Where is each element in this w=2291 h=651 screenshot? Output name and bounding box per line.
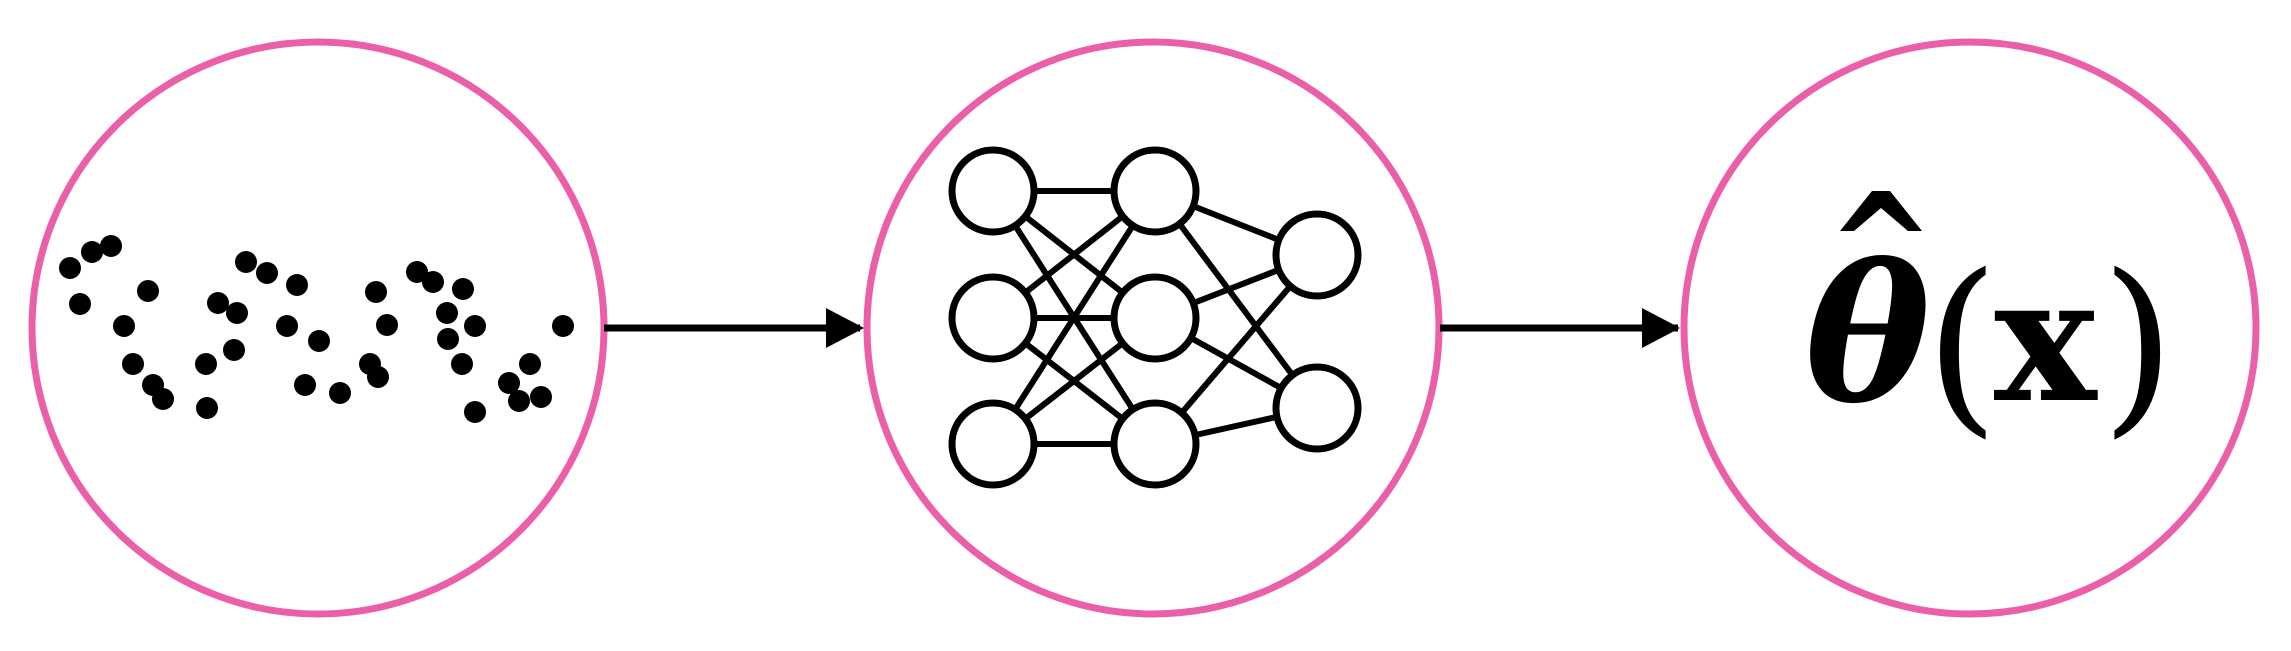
scatter-points-icon — [59, 235, 574, 423]
neural-network-icon — [948, 146, 1362, 489]
estimate-circle — [1680, 38, 2260, 618]
hidden-node-2 — [1110, 273, 1200, 363]
hat-accent — [1840, 191, 1922, 231]
output-node-1 — [1272, 210, 1362, 300]
hidden-node-3 — [1110, 399, 1200, 489]
input-node-2 — [948, 273, 1038, 363]
hidden-node-1 — [1110, 146, 1200, 236]
x-variable: x — [1994, 238, 2098, 441]
open-paren: ( — [1925, 234, 1999, 455]
output-node-2 — [1272, 363, 1362, 453]
network-nodes — [948, 146, 1362, 489]
input-node-1 — [948, 146, 1038, 236]
arrow-network-to-estimate — [1440, 308, 1680, 348]
network-circle — [863, 38, 1443, 618]
close-paren: ) — [2101, 234, 2175, 455]
theta-hat-formula: θ ( x ) — [1805, 191, 2175, 455]
input-node-3 — [948, 399, 1038, 489]
theta-symbol: θ — [1805, 224, 1930, 445]
arrow-data-to-network — [604, 308, 864, 348]
